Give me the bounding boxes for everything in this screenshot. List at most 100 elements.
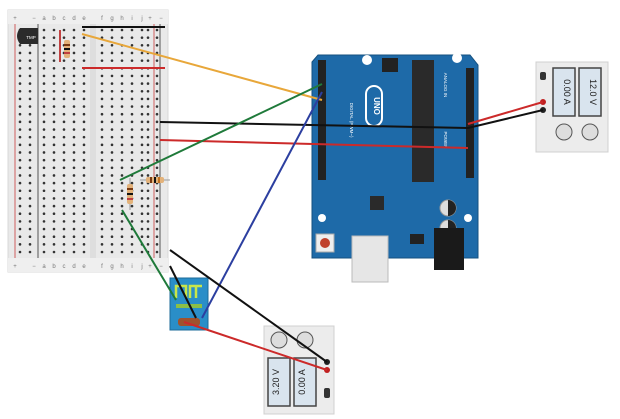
breadboard-hole[interactable] bbox=[82, 89, 86, 93]
breadboard-hole[interactable] bbox=[28, 227, 32, 231]
breadboard-hole[interactable] bbox=[28, 235, 32, 238]
breadboard-hole[interactable] bbox=[18, 128, 22, 131]
breadboard-hole[interactable] bbox=[146, 36, 150, 39]
breadboard-hole[interactable] bbox=[52, 97, 56, 101]
breadboard-hole[interactable] bbox=[42, 220, 46, 223]
breadboard-hole[interactable] bbox=[62, 181, 66, 185]
breadboard-hole[interactable] bbox=[155, 151, 159, 154]
wire-red-supply[interactable] bbox=[467, 101, 544, 125]
breadboard-hole[interactable] bbox=[155, 28, 159, 32]
breadboard-hole[interactable] bbox=[140, 128, 144, 131]
breadboard-hole[interactable] bbox=[42, 174, 46, 177]
breadboard-hole[interactable] bbox=[18, 143, 22, 147]
breadboard-hole[interactable] bbox=[28, 120, 32, 124]
breadboard-hole[interactable] bbox=[62, 74, 66, 78]
breadboard-hole[interactable] bbox=[120, 89, 124, 93]
power-supply-bottom[interactable]: 3.20 V 0.00 A bbox=[263, 325, 335, 415]
breadboard-hole[interactable] bbox=[72, 82, 76, 85]
power-switch[interactable] bbox=[540, 72, 546, 80]
breadboard-hole[interactable] bbox=[62, 204, 66, 208]
breadboard-hole[interactable] bbox=[110, 74, 114, 78]
breadboard-hole[interactable] bbox=[120, 243, 124, 246]
breadboard-hole[interactable] bbox=[62, 151, 66, 154]
breadboard-hole[interactable] bbox=[130, 235, 134, 238]
breadboard-hole[interactable] bbox=[18, 174, 22, 177]
breadboard-hole[interactable] bbox=[52, 220, 56, 223]
breadboard-hole[interactable] bbox=[62, 135, 66, 139]
breadboard-hole[interactable] bbox=[18, 120, 22, 124]
breadboard-hole[interactable] bbox=[140, 189, 144, 193]
breadboard-hole[interactable] bbox=[146, 151, 150, 154]
breadboard-hole[interactable] bbox=[62, 235, 66, 238]
breadboard-hole[interactable] bbox=[146, 227, 150, 231]
breadboard-hole[interactable] bbox=[52, 59, 56, 62]
arduino-uno[interactable]: UNO DIGITAL (PWM~) ANALOG IN POWER bbox=[311, 53, 479, 283]
breadboard-hole[interactable] bbox=[72, 227, 76, 231]
breadboard-hole[interactable] bbox=[52, 74, 56, 78]
breadboard-hole[interactable] bbox=[155, 235, 159, 238]
breadboard-hole[interactable] bbox=[82, 189, 86, 193]
breadboard-hole[interactable] bbox=[130, 243, 134, 246]
breadboard-hole[interactable] bbox=[18, 59, 22, 62]
breadboard-hole[interactable] bbox=[72, 74, 76, 78]
breadboard-hole[interactable] bbox=[120, 220, 124, 223]
breadboard-hole[interactable] bbox=[42, 105, 46, 108]
breadboard-hole[interactable] bbox=[130, 44, 134, 47]
breadboard-hole[interactable] bbox=[140, 204, 144, 208]
power-jack[interactable] bbox=[434, 228, 464, 270]
breadboard-hole[interactable] bbox=[42, 66, 46, 70]
breadboard-hole[interactable] bbox=[28, 97, 32, 101]
breadboard-hole[interactable] bbox=[100, 28, 104, 32]
wire-green-top[interactable] bbox=[119, 83, 323, 181]
breadboard-hole[interactable] bbox=[155, 59, 159, 62]
breadboard-hole[interactable] bbox=[130, 89, 134, 93]
breadboard-hole[interactable] bbox=[110, 151, 114, 154]
breadboard-hole[interactable] bbox=[130, 151, 134, 154]
breadboard-hole[interactable] bbox=[146, 59, 150, 62]
breadboard-hole[interactable] bbox=[18, 227, 22, 231]
breadboard-hole[interactable] bbox=[140, 82, 144, 85]
breadboard-hole[interactable] bbox=[155, 204, 159, 208]
breadboard-hole[interactable] bbox=[130, 181, 134, 185]
breadboard-hole[interactable] bbox=[52, 66, 56, 70]
breadboard-hole[interactable] bbox=[52, 128, 56, 131]
breadboard-hole[interactable] bbox=[18, 250, 22, 254]
breadboard-hole[interactable] bbox=[42, 74, 46, 78]
breadboard-hole[interactable] bbox=[82, 166, 86, 170]
breadboard-hole[interactable] bbox=[155, 243, 159, 246]
breadboard-hole[interactable] bbox=[28, 51, 32, 55]
breadboard-hole[interactable] bbox=[52, 51, 56, 55]
breadboard-hole[interactable] bbox=[82, 204, 86, 208]
breadboard-hole[interactable] bbox=[62, 158, 66, 162]
breadboard-hole[interactable] bbox=[18, 197, 22, 200]
breadboard-hole[interactable] bbox=[82, 174, 86, 177]
reset-button[interactable] bbox=[320, 238, 330, 248]
breadboard-hole[interactable] bbox=[140, 74, 144, 78]
breadboard-hole[interactable] bbox=[146, 28, 150, 32]
resistor-horizontal[interactable] bbox=[140, 177, 170, 183]
breadboard-hole[interactable] bbox=[42, 181, 46, 185]
breadboard-hole[interactable] bbox=[62, 143, 66, 147]
breadboard-hole[interactable] bbox=[130, 82, 134, 85]
breadboard-hole[interactable] bbox=[100, 189, 104, 193]
breadboard-hole[interactable] bbox=[18, 44, 22, 47]
breadboard-hole[interactable] bbox=[62, 220, 66, 223]
breadboard-hole[interactable] bbox=[155, 158, 159, 162]
digital-header[interactable] bbox=[318, 60, 326, 180]
breadboard-hole[interactable] bbox=[140, 28, 144, 32]
breadboard-hole[interactable] bbox=[18, 97, 22, 101]
breadboard-hole[interactable] bbox=[130, 212, 134, 216]
breadboard-hole[interactable] bbox=[155, 97, 159, 101]
wire-green-module[interactable] bbox=[121, 209, 177, 301]
breadboard-hole[interactable] bbox=[28, 59, 32, 62]
breadboard-hole[interactable] bbox=[72, 197, 76, 200]
breadboard-hole[interactable] bbox=[42, 166, 46, 170]
breadboard-hole[interactable] bbox=[100, 250, 104, 254]
breadboard-hole[interactable] bbox=[100, 135, 104, 139]
breadboard-hole[interactable] bbox=[120, 128, 124, 131]
breadboard-hole[interactable] bbox=[72, 158, 76, 162]
breadboard-hole[interactable] bbox=[52, 82, 56, 85]
breadboard-hole[interactable] bbox=[18, 82, 22, 85]
breadboard-hole[interactable] bbox=[42, 158, 46, 162]
breadboard-hole[interactable] bbox=[28, 243, 32, 246]
